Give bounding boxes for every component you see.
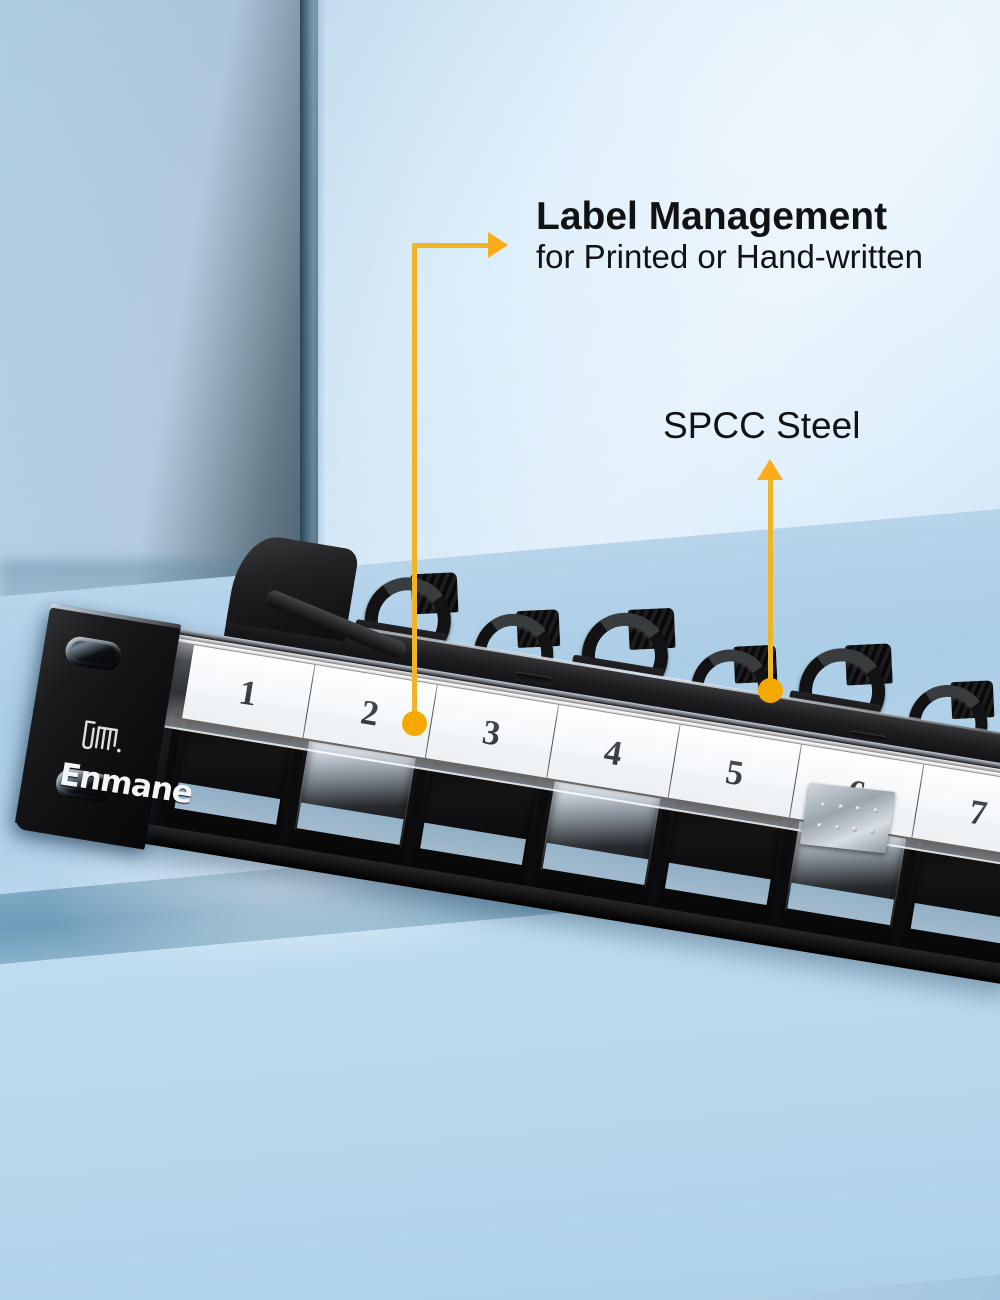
callout-label-management: Label Management for Printed or Hand-wri…: [536, 196, 923, 276]
callout-arrowhead-right: [488, 232, 508, 258]
window-blinds-shading: [0, 0, 318, 632]
patch-panel: 1 2 3 4 5 6 7: [0, 531, 1000, 1148]
callout-arrowhead-up: [757, 459, 783, 480]
callout-leader-vertical: [412, 243, 417, 723]
window-blinds-edge: [300, 0, 326, 634]
callout-spcc-steel: SPCC Steel: [663, 405, 861, 446]
callout-anchor-dot: [402, 711, 427, 736]
callout-title: Label Management: [536, 195, 888, 238]
callout-subtitle: for Printed or Hand-written: [536, 238, 923, 276]
callout-leader-vertical: [768, 478, 773, 693]
enmane-logo-icon: [82, 720, 121, 753]
label-cover-clip: [799, 782, 896, 854]
callout-anchor-dot: [758, 678, 783, 703]
brand-logo: Enmane: [57, 715, 200, 811]
callout-leader-horizontal: [412, 243, 490, 248]
clip-rivets: [809, 793, 885, 842]
